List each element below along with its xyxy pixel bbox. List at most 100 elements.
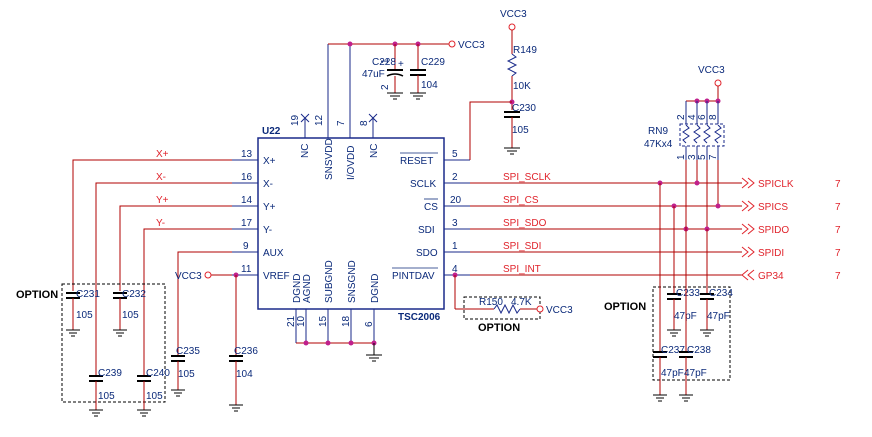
port-spiclk: SPICLK [758,179,794,190]
c231-ref: C231 [76,289,100,300]
pin-name: CS [424,202,438,213]
svg-text:8: 8 [708,114,719,120]
pin-name: NC [369,144,380,158]
pin-num: 4 [452,264,458,275]
c234-ref: C234 [709,288,733,299]
option-label-left: OPTION [16,289,58,301]
r149-ref: R149 [513,45,537,56]
c230-ref: C230 [512,103,536,114]
pin-name: X- [263,179,273,190]
rn9-ref: RN9 [648,126,668,137]
c239-ref: C239 [98,368,122,379]
pin-num: 17 [241,218,253,229]
c229-ref: C229 [421,57,445,68]
pin-num: 14 [241,195,253,206]
svg-text:15: 15 [318,315,329,327]
net-yp: Y+ [156,195,169,206]
c232-value: 105 [122,310,139,321]
net-sclk: SPI_SCLK [503,172,551,183]
pin-name: RESET [400,156,433,167]
pin-name: SDO [416,248,438,259]
net-ym: Y- [156,218,165,229]
pin-num: 9 [243,241,249,252]
pin-num: 8 [359,120,370,126]
c238-ref: C238 [687,345,711,356]
ic-body [257,137,445,310]
pin-name: SDI [418,225,435,236]
bottom-pins: DGND AGND SUBGND SNSGND DGND 21 10 15 18… [286,260,382,362]
port-spidi: SPIDI [758,248,784,259]
c233-value: 47pF [674,311,697,322]
c238-value: 47pF [684,368,707,379]
port-spido: SPIDO [758,225,789,236]
pin-name: DGND [370,274,381,303]
svg-text:7: 7 [835,179,841,190]
r150-value: 4.7K [511,297,532,308]
rn9-resistor-network: VCC3 2 4 6 8 1 3 5 7 RN9 47Kx4 [644,65,725,229]
pin-num: 7 [336,120,347,126]
pin-name: SCLK [410,179,436,190]
option-label-right: OPTION [604,301,646,313]
pin-name: I/OVDD [346,146,357,180]
c228-value: 47uF [362,69,385,80]
svg-text:7: 7 [835,225,841,236]
right-option-caps: OPTION C233 47pF C234 47pF C237 47pF C23… [604,183,733,402]
pin-name: Y- [263,225,272,236]
svg-text:18: 18 [341,315,352,327]
pin-num: 16 [241,172,253,183]
svg-text:10: 10 [296,315,307,327]
svg-text:1: 1 [676,154,687,160]
ic-ref: U22 [262,126,281,137]
aux-vref-caps: C235 105 C236 104 [171,346,258,412]
reset-network: VCC3 R149 10K C230 105 [469,9,537,160]
pin-name: DGND [292,274,303,303]
svg-text:5: 5 [697,154,708,160]
c235-value: 105 [178,369,195,380]
svg-text:2: 2 [676,114,687,120]
svg-text:6: 6 [364,321,375,327]
c237-value: 47pF [661,368,684,379]
c230-value: 105 [512,125,529,136]
c233-ref: C233 [676,288,700,299]
pin-name: Y+ [263,202,276,213]
r150-option: VCC3 R150 4.7K OPTION [454,275,573,334]
pin-name: AGND [302,274,313,303]
pin-name: NC [300,144,311,158]
net-sdo: SPI_SDO [503,218,547,229]
pin-num: 13 [241,149,253,160]
touch-nets: X+ X- Y+ Y- VCC3 [72,149,239,375]
option-label-r150: OPTION [478,322,520,334]
pin-name: SNSVDD [324,138,335,180]
pin-num: 20 [450,195,462,206]
pin-name: AUX [263,248,284,259]
pin-num: 1 [452,241,458,252]
svg-text:7: 7 [708,154,719,160]
svg-text:2: 2 [380,84,391,90]
r150-ref: R150 [479,297,503,308]
port-spics: SPICS [758,202,788,213]
pin-num: 11 [241,264,252,275]
svg-text:3: 3 [687,154,698,160]
net-int: SPI_INT [503,264,541,275]
c236-ref: C236 [234,346,258,357]
rn9-value: 47Kx4 [644,139,673,150]
c237-ref: C237 [661,345,685,356]
svg-text:VCC3: VCC3 [698,65,725,76]
spi-nets: SPI_SCLK SPI_CS SPI_SDO SPI_SDI SPI_INT [452,172,742,278]
svg-text:7: 7 [835,202,841,213]
pin-name: SNSGND [347,260,358,303]
c234-value: 47pF [707,311,730,322]
r149-value: 10K [513,81,531,92]
left-option-caps: OPTION C231 105 C232 105 C239 105 C240 1… [16,283,170,417]
svg-text:+: + [398,59,404,70]
port-gp34: GP34 [758,271,784,282]
pin-num: 5 [452,149,458,160]
svg-text:VCC3: VCC3 [500,9,527,20]
pin-num: 2 [452,172,458,183]
vcc-label: VCC3 [458,40,485,51]
c240-value: 105 [146,391,163,402]
c235-ref: C235 [176,346,200,357]
svg-text:7: 7 [835,271,841,282]
